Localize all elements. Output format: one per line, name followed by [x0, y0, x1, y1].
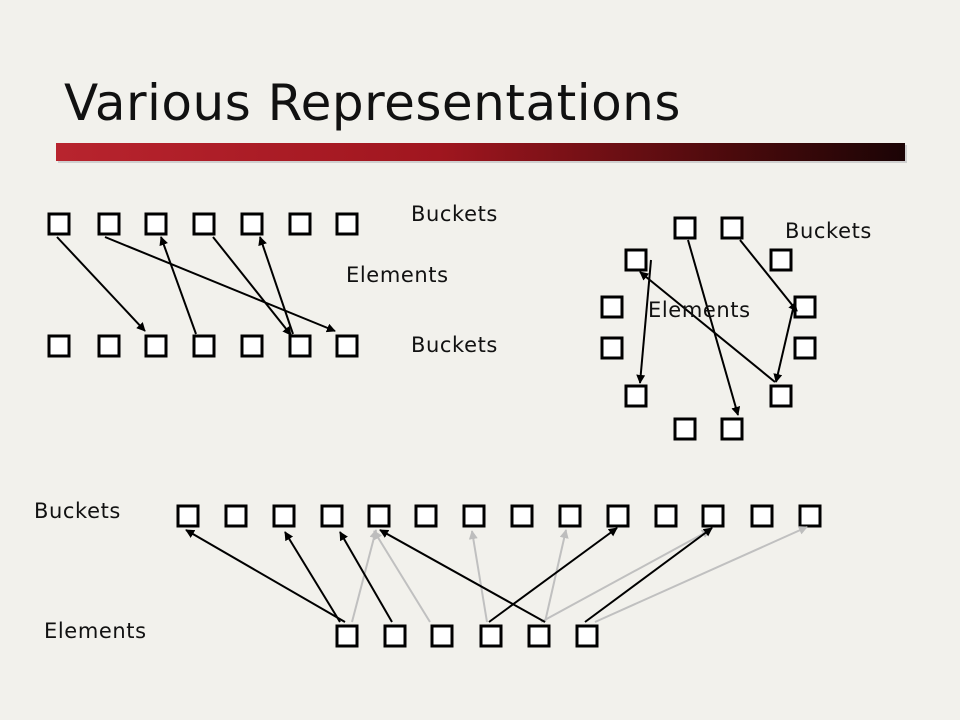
a-edges [56, 236, 336, 336]
slide-title: Various Representations [64, 74, 681, 132]
c-bucket-box [462, 504, 486, 528]
c-bucket-box [367, 504, 391, 528]
a-top-bucket-box [288, 212, 312, 236]
c-bucket-box [558, 504, 582, 528]
c-bucket-box [798, 504, 822, 528]
c-buckets-label: Buckets [34, 499, 121, 523]
b-bucket-box [720, 216, 744, 240]
c-element-box [575, 624, 599, 648]
representation-c: Buckets Elements [34, 499, 822, 648]
c-arrow [584, 527, 713, 623]
c-element-box [383, 624, 407, 648]
representation-a: Buckets Elements Buckets [47, 202, 498, 358]
b-elements-label: Elements [648, 298, 751, 322]
b-bucket-box [769, 384, 793, 408]
b-bucket-box [600, 295, 624, 319]
c-bucket-box [176, 504, 200, 528]
c-element-box [335, 624, 359, 648]
b-bucket-box [793, 295, 817, 319]
c-bucket-box [510, 504, 534, 528]
b-buckets-label: Buckets [785, 219, 872, 243]
c-edges [185, 526, 808, 623]
c-bucket-box [224, 504, 248, 528]
a-bottom-bucket-box [97, 334, 121, 358]
a-bucket-row-bottom [47, 334, 359, 358]
b-arrow [739, 239, 798, 312]
a-top-bucket-box [240, 212, 264, 236]
c-arrow-secondary [594, 526, 808, 623]
a-arrow [56, 236, 146, 332]
a-elements-label: Elements [346, 263, 449, 287]
a-arrow [159, 236, 197, 335]
c-bucket-box [606, 504, 630, 528]
a-bottom-bucket-box [288, 334, 312, 358]
a-top-bucket-box [192, 212, 216, 236]
a-top-bucket-box [97, 212, 121, 236]
c-bucket-box [701, 504, 725, 528]
a-bottom-bucket-box [335, 334, 359, 358]
b-bucket-box [793, 336, 817, 360]
a-arrow [212, 236, 292, 336]
b-arrow [639, 271, 776, 383]
c-element-box [430, 624, 454, 648]
c-element-box [479, 624, 503, 648]
b-bucket-box [624, 384, 648, 408]
a-top-bucket-box [144, 212, 168, 236]
b-arrow [687, 239, 741, 416]
a-bottom-bucket-box [240, 334, 264, 358]
c-bucket-row [176, 504, 822, 528]
a-bottom-bucket-box [192, 334, 216, 358]
b-bucket-ring [600, 216, 817, 441]
a-buckets-bottom-label: Buckets [411, 333, 498, 357]
representation-b: Buckets Elements [600, 216, 872, 441]
b-bucket-box [720, 417, 744, 441]
a-top-bucket-box [335, 212, 359, 236]
c-bucket-box [750, 504, 774, 528]
c-arrow-secondary [468, 530, 488, 623]
b-edges [636, 239, 798, 416]
a-bottom-bucket-box [47, 334, 71, 358]
c-arrow [379, 529, 546, 623]
a-arrow [104, 236, 336, 333]
a-bottom-bucket-box [144, 334, 168, 358]
b-bucket-box [624, 248, 648, 272]
c-arrow-secondary [544, 529, 569, 623]
c-arrow [284, 531, 341, 623]
b-bucket-box [673, 417, 697, 441]
title-underline-bar [56, 143, 905, 161]
a-arrow [258, 236, 294, 335]
c-bucket-box [654, 504, 678, 528]
a-top-bucket-box [47, 212, 71, 236]
c-arrow [339, 531, 393, 623]
c-bucket-box [320, 504, 344, 528]
b-bucket-box [673, 216, 697, 240]
c-bucket-box [272, 504, 296, 528]
c-bucket-box [414, 504, 438, 528]
b-bucket-box [600, 336, 624, 360]
c-element-box [527, 624, 551, 648]
c-arrow [185, 529, 346, 623]
c-arrow-secondary [351, 529, 379, 623]
b-bucket-box [769, 248, 793, 272]
c-arrow-secondary [373, 530, 431, 623]
a-bucket-row-top [47, 212, 359, 236]
c-arrow [488, 527, 618, 623]
c-element-row [335, 624, 599, 648]
c-arrow-secondary [540, 529, 711, 623]
c-elements-label: Elements [44, 619, 147, 643]
b-arrow [773, 308, 794, 383]
a-buckets-top-label: Buckets [411, 202, 498, 226]
